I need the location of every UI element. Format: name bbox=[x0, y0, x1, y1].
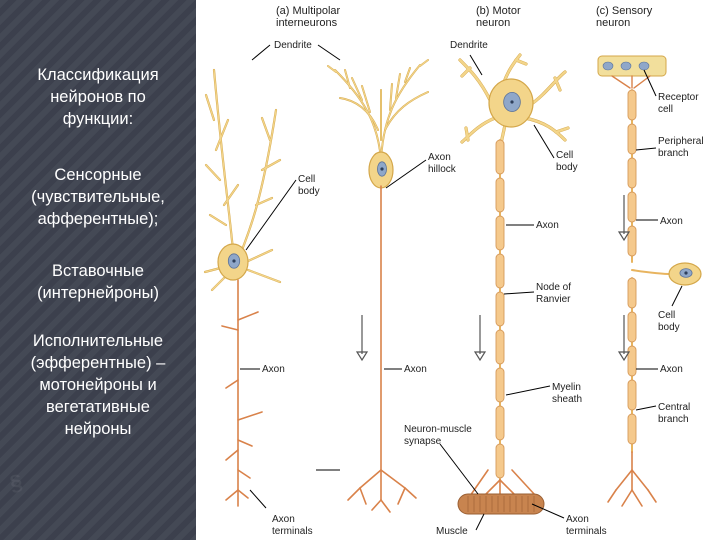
effector-neurons-text: Исполнительные (эфферентные) – мотонейро… bbox=[30, 332, 166, 438]
slide-title: Классификация нейронов по функции: bbox=[37, 66, 159, 128]
leader-central-branch bbox=[635, 405, 657, 411]
sidebar-texture bbox=[0, 0, 196, 540]
arrow-a2-down bbox=[355, 315, 369, 362]
neuron-drawings bbox=[203, 53, 702, 515]
neuron-c-central-branch bbox=[627, 277, 637, 453]
leader-axon-hillock bbox=[385, 159, 427, 189]
leader-dendrite-a2 bbox=[317, 44, 341, 61]
leader-node-of-ranvier bbox=[503, 291, 535, 295]
neuron-c-axon-terminals bbox=[607, 451, 657, 507]
label-leader-lines bbox=[240, 44, 683, 531]
leader-axon-terminals-b bbox=[531, 503, 565, 519]
label-dendrite-b: Dendrite bbox=[450, 40, 488, 51]
interneurons-text: Вставочные (интернейроны) bbox=[37, 262, 159, 302]
neuron-b-dendrites bbox=[458, 53, 570, 150]
label-axon-b: Axon bbox=[536, 220, 559, 231]
sensory-neurons-text: Сенсорные (чувствительные, афферентные); bbox=[31, 166, 165, 228]
neuron-c-cell-body bbox=[668, 262, 702, 286]
leader-dendrite-b bbox=[469, 54, 483, 76]
leader-peripheral-branch bbox=[635, 147, 657, 151]
leader-cell-body-b bbox=[533, 124, 555, 159]
arrow-c-bottom-down bbox=[617, 315, 631, 362]
arrow-b-down bbox=[473, 315, 487, 362]
neuron-a2-axon bbox=[347, 185, 417, 513]
neuron-a1-cell-body bbox=[217, 243, 249, 281]
sidebar-panel: § Классификация нейронов по функции: Сен… bbox=[0, 0, 196, 540]
label-axon-a2: Axon bbox=[404, 364, 427, 375]
leader-cell-body-c bbox=[671, 285, 683, 307]
neuron-b-axon bbox=[495, 139, 505, 481]
neuron-a2-dendrites bbox=[327, 59, 429, 161]
muscle-fiber bbox=[457, 493, 545, 515]
neuron-a1-axon bbox=[221, 279, 263, 507]
arrow-c-top-down bbox=[617, 195, 631, 242]
label-dendrite-a: Dendrite bbox=[274, 40, 312, 51]
neuron-a2-cell-body bbox=[368, 151, 394, 189]
receptor-cells bbox=[597, 55, 667, 89]
leader-muscle bbox=[475, 513, 485, 531]
leader-myelin-sheath bbox=[505, 385, 551, 396]
label-axon-c2: Axon bbox=[660, 364, 683, 375]
leader-neuron-muscle-synapse bbox=[439, 443, 479, 495]
label-muscle: Muscle bbox=[436, 526, 468, 537]
label-axon-c1: Axon bbox=[660, 216, 683, 227]
leader-axon-terminals-a bbox=[249, 489, 267, 509]
neuron-b-cell-body bbox=[488, 78, 534, 128]
neuron-c-peripheral-branch bbox=[627, 89, 637, 263]
leader-receptor-cell bbox=[643, 69, 657, 97]
label-axon-a1: Axon bbox=[262, 364, 285, 375]
leader-dendrite-a bbox=[251, 44, 271, 61]
leader-cell-body-a bbox=[245, 179, 297, 251]
neuron-c-stem bbox=[631, 269, 673, 275]
